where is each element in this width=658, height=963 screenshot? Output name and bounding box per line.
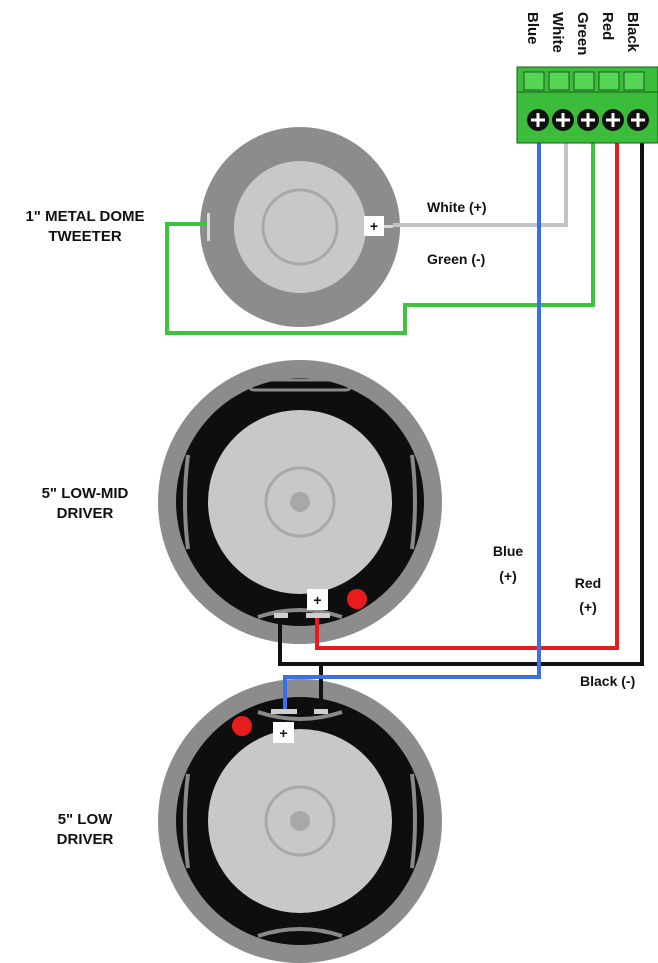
blue-wire-label-line1: Blue [493, 543, 524, 559]
blue-wire-label-line2: (+) [499, 568, 517, 584]
screw-red [602, 109, 624, 131]
low-mid-driver [158, 360, 442, 644]
terminal-label-green: Green [574, 12, 591, 55]
red-wire-label-line1: Red [575, 575, 601, 591]
terminal-label-black: Black [624, 12, 641, 53]
black-wire [278, 140, 644, 666]
low-label-line1: 5" LOW [58, 811, 113, 828]
screw-white [552, 109, 574, 131]
terminal-label-blue: Blue [524, 12, 541, 45]
low-polarity-dot [232, 716, 252, 736]
white-wire [393, 140, 568, 227]
tweeter-plus-marker: + [364, 216, 384, 236]
low-mid-label-line2: DRIVER [57, 505, 114, 522]
low-label-line2: DRIVER [57, 831, 114, 848]
screw-blue [527, 109, 549, 131]
low-mid-polarity-dot [347, 589, 367, 609]
plus-symbol: + [370, 218, 378, 234]
plus-symbol: + [279, 725, 287, 741]
tweeter [200, 127, 400, 327]
terminal-label-white: White [549, 12, 566, 53]
low-mid-plus-marker: + [307, 589, 328, 610]
terminal-block [516, 66, 658, 144]
low-positive-tab [271, 709, 297, 714]
blue-wire [283, 140, 541, 710]
low-mid-positive-tab [306, 613, 330, 618]
red-wire-label-line2: (+) [579, 599, 597, 615]
screw-green [577, 109, 599, 131]
low-mid-label-line1: 5" LOW-MID [42, 485, 129, 502]
low-negative-tab [314, 709, 328, 714]
plus-symbol: + [313, 592, 321, 608]
white-wire-label: White (+) [427, 199, 487, 215]
low-plus-marker: + [273, 722, 294, 743]
terminal-label-red: Red [599, 12, 616, 40]
green-wire-label: Green (-) [427, 251, 485, 267]
tweeter-label-line1: 1" METAL DOME [25, 208, 144, 225]
tweeter-label-line2: TWEETER [48, 228, 121, 245]
low-driver [158, 679, 442, 963]
green-wire [165, 140, 595, 335]
black-wire-label: Black (-) [580, 673, 635, 689]
screw-black [627, 109, 649, 131]
low-mid-negative-tab [274, 613, 288, 618]
red-wire [315, 140, 619, 650]
